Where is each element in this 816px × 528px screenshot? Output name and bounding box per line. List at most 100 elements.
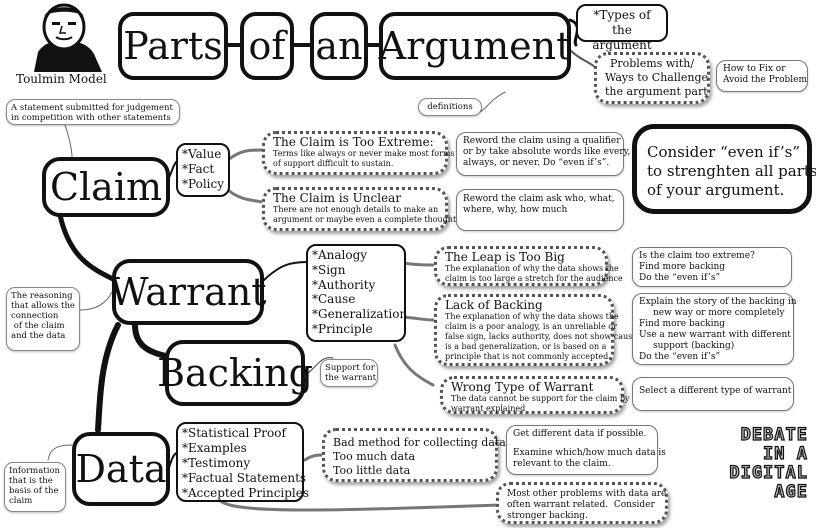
fix-text: Find more backing — [639, 262, 726, 272]
fix-text: Use a new warrant with different — [639, 330, 791, 340]
fix-text: Find more backing — [639, 319, 726, 329]
fix-text — [513, 440, 651, 448]
fix-text: Is the claim too extreme? — [639, 251, 755, 261]
warrant-node: Warrant — [109, 259, 267, 325]
title-word-an: an — [310, 12, 368, 80]
problem-text: claim is a poor analogy, is an unreliabl… — [445, 322, 617, 331]
claim-fix-unclear: Reword the claim ask who, what, where, w… — [456, 189, 624, 231]
fix-text: relevant to the claim. — [513, 459, 611, 469]
legend-fix-line: Avoid the Problem — [723, 75, 808, 85]
claim-definition-line: in competition with other statements — [11, 113, 171, 123]
claim-fix-too-extreme: Reword the claim using a qualifier or by… — [456, 132, 631, 176]
legend-problems-box: Problems with/ Ways to Challenge the arg… — [594, 52, 710, 104]
data-problem-warrant-related: Most other problems with data are often … — [496, 482, 668, 524]
problem-title: Lack of Backing — [445, 298, 543, 312]
data-types: *Statistical Proof *Examples *Testimony … — [176, 422, 310, 502]
legend-fix-line: How to Fix or — [723, 64, 786, 74]
problem-title: The Claim is Unclear — [273, 191, 402, 205]
warrant-problem-wrong-type: Wrong Type of Warrant The data cannot be… — [440, 376, 646, 414]
debate-in-a-digital-age-logo: DEBATE IN A DIGITAL AGE — [716, 425, 808, 502]
claim-definition: A statement submitted for judgement in c… — [6, 99, 180, 125]
data-problem-link — [303, 453, 325, 462]
data-type: *Statistical Proof — [182, 426, 286, 440]
callout-line: of your argument. — [647, 181, 785, 199]
claim-problem-unclear: The Claim is Unclear There are not enoug… — [262, 187, 457, 231]
warrant-type: *Sign — [312, 262, 346, 277]
problem-text: claim is too large a stretch for the aud… — [445, 274, 623, 283]
warrant-type: *Principle — [312, 321, 373, 336]
data-definition-line: claim — [9, 496, 33, 506]
warrant-problem-link — [401, 315, 435, 322]
problem-text: Most other problems with data are — [507, 489, 667, 499]
toulmin-portrait — [14, 2, 114, 72]
claim-definition-line: A statement submitted for judgement — [11, 103, 173, 113]
logo-line: IN A — [762, 444, 808, 464]
data-problem-collection: Bad method for collecting data Too much … — [322, 428, 506, 482]
fix-text: Get different data if possible. — [513, 429, 647, 439]
fix-text: Select a different type of warrant — [639, 386, 792, 396]
claim-warrant-link — [57, 212, 118, 283]
warrant-definition-line: and the data — [11, 331, 66, 341]
fix-text: Reword the claim ask who, what, — [463, 194, 615, 204]
backing-definition-link — [304, 357, 334, 376]
backing-definition-line: the warrant — [325, 373, 377, 383]
warrant-problem-link — [393, 343, 435, 387]
warrant-type: *Analogy — [312, 248, 368, 262]
problem-text: of support difficult to sustain. — [273, 159, 394, 168]
fix-text: Do the “even if’s” — [639, 273, 721, 283]
problem-text: stronger backing. — [507, 511, 588, 521]
fix-text: new way or more completely — [653, 308, 785, 318]
data-fix-collection: Get different data if possible. Examine … — [506, 425, 666, 475]
warrant-data-link — [95, 322, 121, 433]
warrant-types-link — [263, 261, 308, 281]
warrant-definition: The reasoning that allows the connection… — [6, 287, 80, 351]
claim-type: *Fact — [182, 162, 215, 176]
data-node: Data — [72, 432, 170, 506]
claim-node: Claim — [42, 157, 170, 217]
backing-definition: Support for the warrant — [320, 359, 378, 387]
problem-text: Bad method for collecting data — [333, 436, 506, 449]
claim-problem-link — [226, 188, 264, 204]
claim-type: *Policy — [182, 177, 224, 191]
data-problem-link — [218, 498, 502, 512]
data-type: *Examples — [182, 441, 247, 455]
problem-text: Too much data — [333, 450, 416, 463]
claim-definition-link — [64, 124, 73, 159]
warrant-backing-link — [132, 322, 169, 359]
problem-text: Terms like always or never make most for… — [273, 149, 455, 158]
legend-link — [569, 49, 597, 69]
backing-node: Backing — [157, 340, 313, 406]
portrait-icon — [34, 3, 102, 72]
fix-text: where, why, how much — [463, 205, 568, 215]
callout-line: to strenghten all parts — [647, 162, 816, 180]
data-definition: Information that is the basis of the cla… — [4, 462, 66, 512]
warrant-type: *Generalization — [312, 307, 408, 322]
warrant-problem-lack-of-backing: Lack of Backing The explanation of why t… — [434, 294, 640, 366]
warrant-fix-lack-of-backing: Explain the story of the backing in new … — [632, 293, 797, 365]
problem-title: Wrong Type of Warrant — [451, 380, 594, 394]
problem-text: The data cannot be support for the claim… — [451, 394, 646, 403]
problem-text: The explanation of why the data shows th… — [445, 264, 619, 273]
problem-text: argument or maybe even a complete though… — [273, 215, 457, 224]
warrant-type: *Authority — [312, 277, 376, 292]
fix-text: Examine which/how much data is — [513, 448, 666, 458]
legend-problems-line: Problems with/ — [609, 57, 695, 70]
logo-line: DIGITAL — [729, 463, 808, 483]
logo-line: AGE — [774, 482, 808, 502]
fix-text: Explain the story of the backing in — [639, 297, 797, 307]
problem-text: There are not enough details to make an — [273, 205, 439, 214]
data-type: *Accepted Principles — [182, 486, 310, 500]
even-ifs-callout: Consider “even if’s” to strenghten all p… — [632, 124, 816, 214]
problem-text: is a bad generalization, or is based on … — [445, 342, 607, 351]
warrant-types: *Analogy *Sign *Authority *Cause *Genera… — [306, 244, 408, 342]
backing-definition-line: Support for — [325, 363, 375, 373]
fix-text: or by take absolute words like every, — [463, 147, 631, 157]
warrant-definition-line: The reasoning — [11, 291, 73, 301]
legend-problems-line: the argument part — [605, 85, 708, 98]
fix-text: Do the “even if’s” — [639, 352, 721, 362]
problem-title: The Leap is Too Big — [445, 250, 565, 264]
fix-text: support (backing) — [653, 341, 735, 351]
problem-text: often warrant related. Consider — [507, 500, 655, 510]
legend-problems-line: Ways to Challenge — [605, 71, 709, 84]
